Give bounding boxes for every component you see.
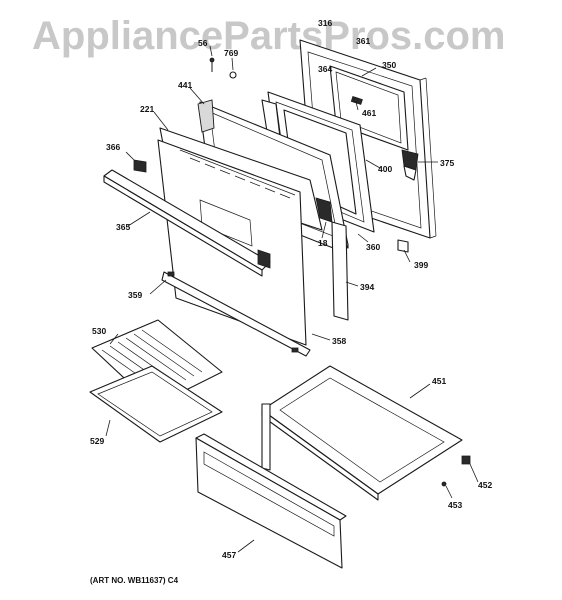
part-451-drawer-box [261,365,463,501]
part-394-side-trim [331,221,349,321]
label-529: 529 [90,436,104,446]
part-366-handle-cap [133,159,147,173]
label-221: 221 [140,104,154,114]
label-56: 56 [198,38,208,48]
label-400: 400 [378,164,392,174]
label-375: 375 [440,158,454,168]
part-358-bottom-trim [161,271,311,357]
part-461-screw [353,97,359,103]
part-457-drawer-front [195,433,347,569]
part-529-broiler-pan [89,365,223,443]
art-number: (ART NO. WB11637) C4 [90,576,179,585]
label-366: 366 [106,142,120,152]
label-360: 360 [366,242,380,252]
label-361: 361 [356,36,370,46]
watermark-text: AppliancePartsPros.com [32,14,506,58]
label-18: 18 [318,238,328,248]
label-364: 364 [318,64,332,74]
label-769: 769 [224,48,238,58]
part-labels: 316 361 56 769 441 364 350 221 461 366 3… [90,18,492,560]
part-365-door-handle [103,169,271,277]
label-399: 399 [414,260,428,270]
part-375-bracket [401,149,419,181]
label-452: 452 [478,480,492,490]
label-359: 359 [128,290,142,300]
label-365: 365 [116,222,130,232]
hardware-452-453 [441,455,471,487]
label-358: 358 [332,336,346,346]
label-350: 350 [382,60,396,70]
part-399-clip [397,239,409,253]
leader-lines [105,45,479,553]
label-457: 457 [222,550,236,560]
label-451: 451 [432,376,446,386]
label-453: 453 [448,500,462,510]
screws-56-769 [209,57,237,79]
label-530: 530 [92,326,106,336]
label-441: 441 [178,80,192,90]
label-394: 394 [360,282,374,292]
label-461: 461 [362,108,376,118]
label-316: 316 [318,18,332,28]
